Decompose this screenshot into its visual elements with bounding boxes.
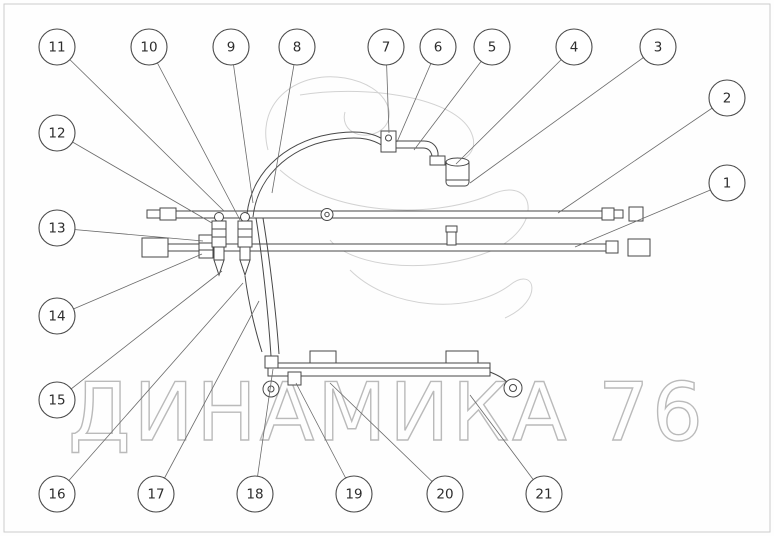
leader-line-5 <box>413 46 493 151</box>
callout-number-19: 19 <box>345 487 362 503</box>
callout-8 <box>278 28 316 66</box>
callout-number-16: 16 <box>48 487 65 503</box>
callout-number-7: 7 <box>382 40 391 56</box>
callout-17 <box>137 475 175 513</box>
leader-line-19 <box>295 382 355 495</box>
callout-number-21: 21 <box>535 487 552 503</box>
callout-number-1: 1 <box>723 176 732 192</box>
top-elbow-fitting <box>380 130 446 166</box>
leader-line-16 <box>56 282 244 495</box>
callout-10 <box>130 28 168 66</box>
leader-line-10 <box>148 46 241 221</box>
callout-5 <box>473 28 511 66</box>
callout-number-11: 11 <box>48 40 65 56</box>
leader-line-20 <box>329 382 446 495</box>
callout-number-10: 10 <box>140 40 157 56</box>
callout-21 <box>525 475 563 513</box>
hoses <box>244 131 385 357</box>
lower-tube <box>141 225 651 258</box>
leader-line-11 <box>56 46 225 212</box>
leader-line-14 <box>56 253 203 317</box>
callout-number-4: 4 <box>570 40 579 56</box>
callout-12 <box>38 114 76 152</box>
leader-line-15 <box>56 270 223 401</box>
callout-number-15: 15 <box>48 393 65 409</box>
leader-line-3 <box>469 46 659 184</box>
callout-number-3: 3 <box>654 40 663 56</box>
callout-number-9: 9 <box>227 40 236 56</box>
callout-1 <box>708 164 746 202</box>
leader-line-8 <box>271 46 298 194</box>
leader-line-4 <box>455 46 575 165</box>
callout-4 <box>555 28 593 66</box>
mounting-bracket <box>262 350 523 398</box>
callout-15 <box>38 381 76 419</box>
leader-line-2 <box>557 97 728 214</box>
upper-tube <box>146 206 644 222</box>
callout-14 <box>38 297 76 335</box>
piping-assembly <box>141 130 651 398</box>
leader-line-21 <box>469 394 545 495</box>
page-border <box>3 3 771 533</box>
leader-line-1 <box>574 182 728 248</box>
callout-6 <box>419 28 457 66</box>
callout-11 <box>38 28 76 66</box>
callout-7 <box>367 28 405 66</box>
leader-line-13 <box>56 227 204 242</box>
callout-number-5: 5 <box>488 40 497 56</box>
callout-number-17: 17 <box>147 487 164 503</box>
leader-line-12 <box>56 132 213 224</box>
callout-number-14: 14 <box>48 309 65 325</box>
callout-number-13: 13 <box>48 221 65 237</box>
valve-cluster <box>198 212 253 277</box>
callout-16 <box>38 475 76 513</box>
leader-line-9 <box>230 46 254 204</box>
leader-line-17 <box>155 300 260 495</box>
callout-number-6: 6 <box>434 40 443 56</box>
watermark-text: ДИНАМИКА 76 <box>68 366 706 459</box>
callout-9 <box>212 28 250 66</box>
callout-number-8: 8 <box>293 40 302 56</box>
callout-13 <box>38 209 76 247</box>
callout-2 <box>708 79 746 117</box>
callout-number-2: 2 <box>723 91 732 107</box>
callout-18 <box>236 475 274 513</box>
callout-number-18: 18 <box>246 487 263 503</box>
callout-number-20: 20 <box>436 487 453 503</box>
watermark-swirls <box>265 76 533 319</box>
leader-line-18 <box>254 368 274 495</box>
callout-20 <box>426 475 464 513</box>
callout-number-12: 12 <box>48 126 65 142</box>
callout-19 <box>335 475 373 513</box>
callout-3 <box>639 28 677 66</box>
